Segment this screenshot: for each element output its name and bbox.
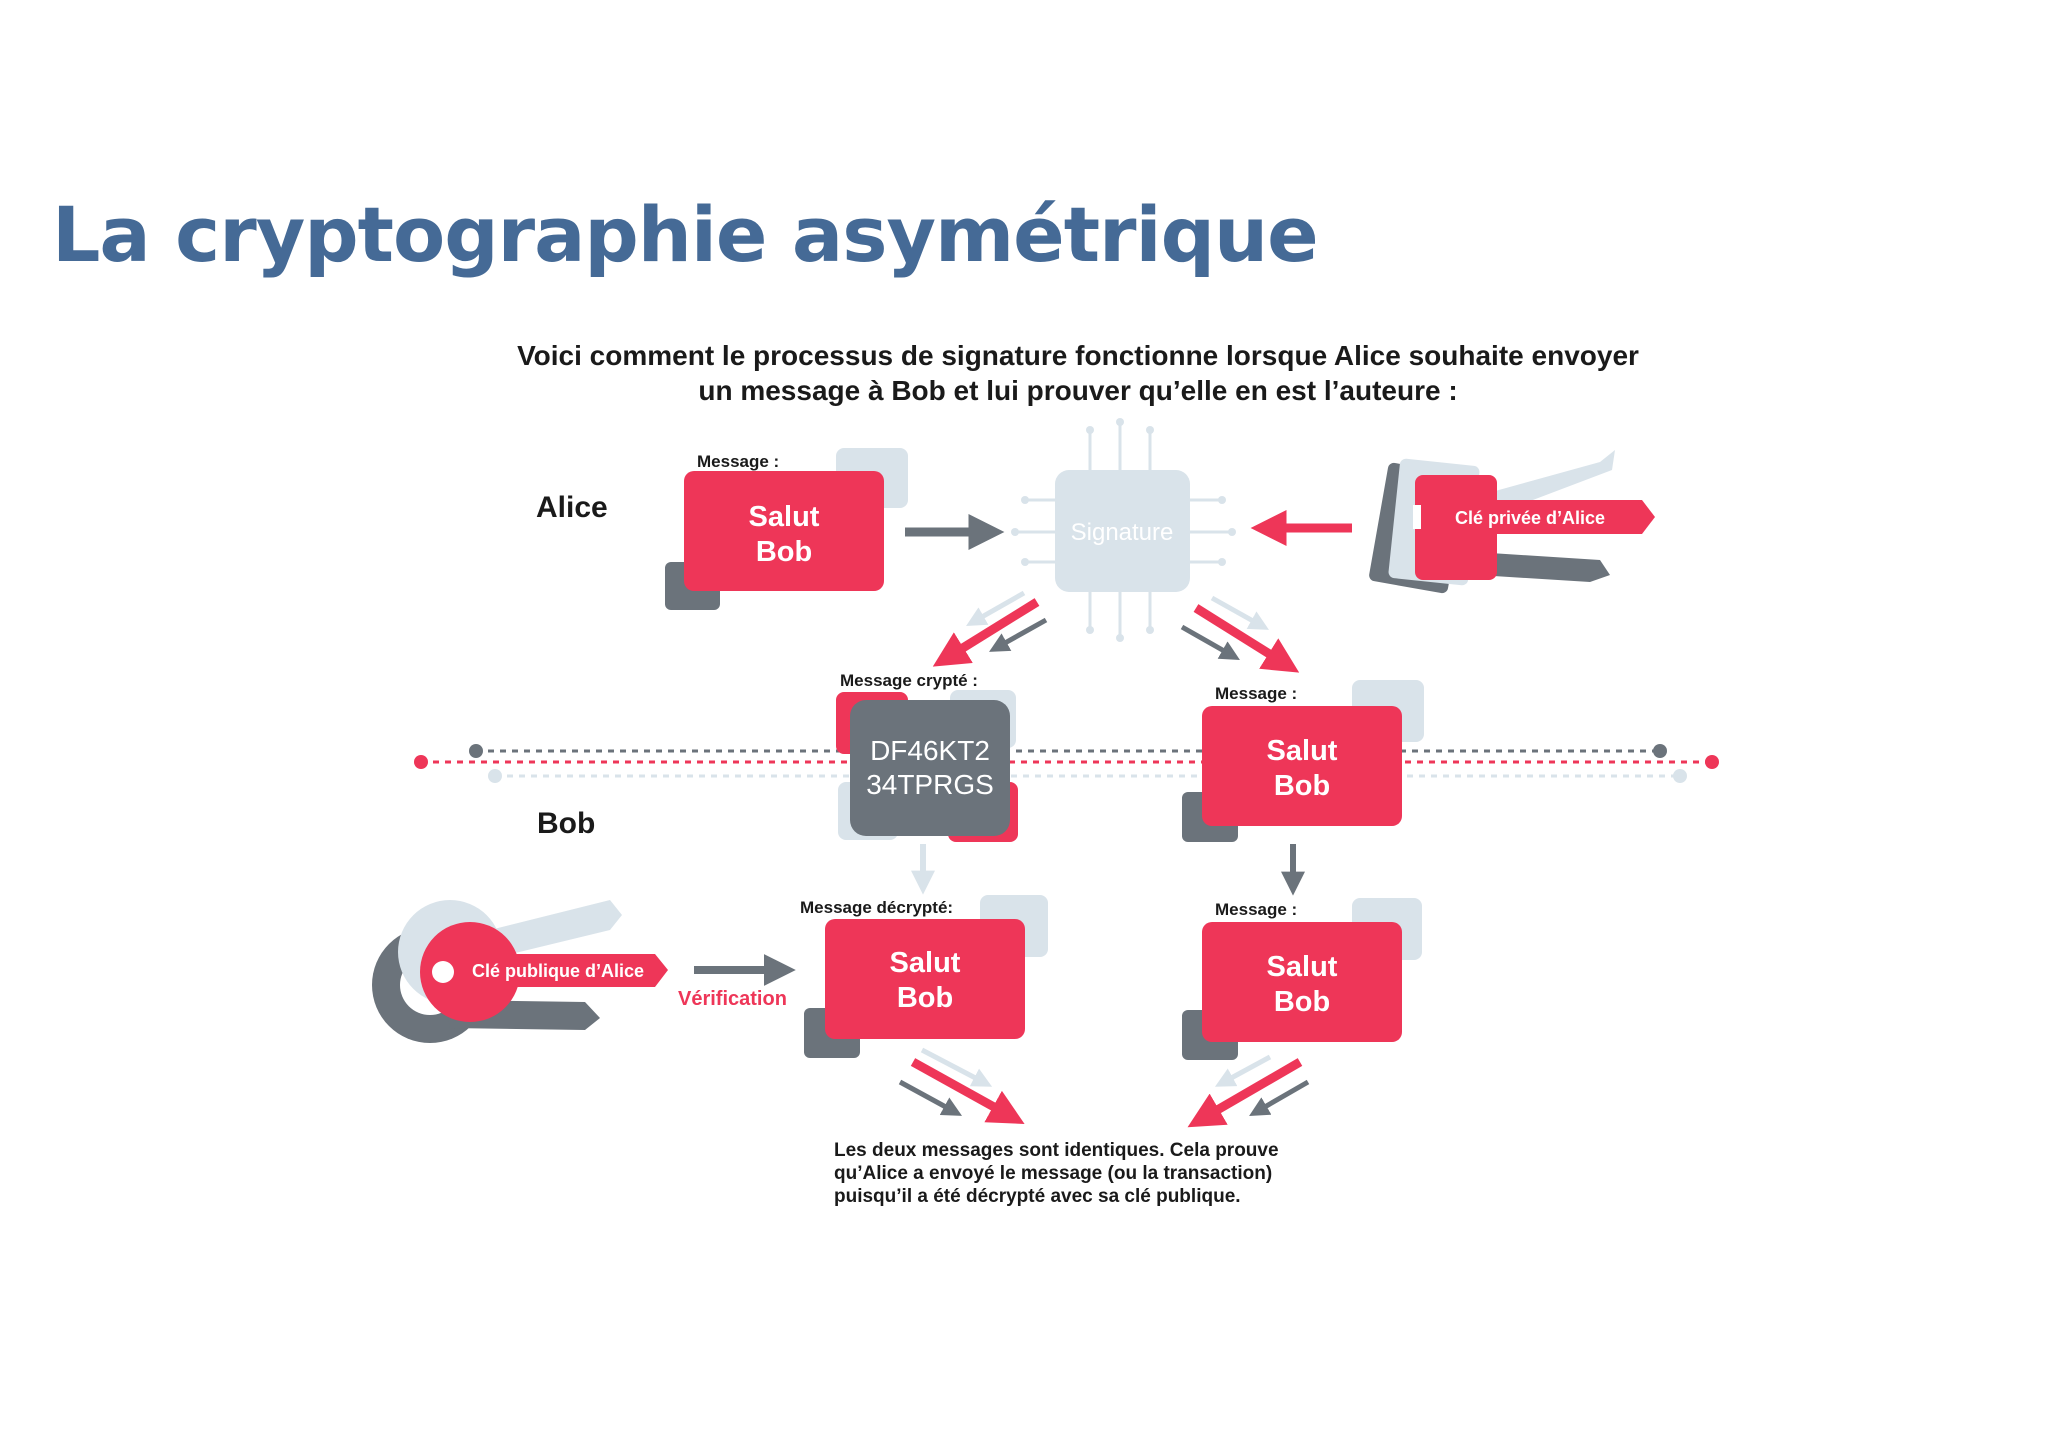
bob-label: Bob	[537, 807, 595, 840]
conclusion-line-3: puisqu’il a été décrypté avec sa clé pub…	[834, 1186, 1241, 1207]
arrow-icon	[1193, 604, 1300, 673]
original-message-line-1: Salut	[1267, 951, 1338, 983]
original-message-card: Salut Bob	[1182, 898, 1422, 1060]
cipher-line-1: DF46KT2	[870, 735, 990, 766]
cipher-line-2: 34TPRGS	[866, 769, 994, 800]
public-key-label: Clé publique d’Alice	[472, 961, 644, 981]
decrypted-message-line-1: Salut	[890, 947, 961, 979]
alice-message-line-2: Bob	[756, 536, 812, 568]
conclusion-line-1: Les deux messages sont identiques. Cela …	[834, 1140, 1279, 1161]
intro-line-1: Voici comment le processus de signature …	[517, 340, 1639, 371]
slide-title: La cryptographie asymétrique	[52, 190, 1319, 279]
conclusion-line-2: qu’Alice a envoyé le message (ou la tran…	[834, 1163, 1272, 1184]
original-message-line-2: Bob	[1274, 986, 1330, 1018]
encrypted-message-label: Message crypté :	[840, 671, 978, 690]
received-message-label: Message :	[1215, 684, 1297, 703]
arrow-icon	[932, 598, 1040, 667]
verification-label: Vérification	[678, 988, 787, 1010]
decrypted-message-label: Message décrypté:	[800, 898, 953, 917]
encrypted-message-card: DF46KT2 34TPRGS	[836, 690, 1018, 842]
arrow-icon	[910, 1058, 1025, 1124]
received-message-card: Salut Bob	[1182, 680, 1424, 842]
alice-message-label: Message :	[697, 452, 779, 471]
decrypted-message-line-2: Bob	[897, 982, 953, 1014]
original-message-label: Message :	[1215, 900, 1297, 919]
public-key-icon: Clé publique d’Alice	[372, 900, 668, 1043]
alice-label: Alice	[536, 491, 608, 524]
decrypted-message-card: Salut Bob	[804, 895, 1048, 1058]
received-message-line-2: Bob	[1274, 770, 1330, 802]
alice-message-line-1: Salut	[749, 501, 820, 533]
received-message-line-1: Salut	[1267, 735, 1338, 767]
alice-message-card: Salut Bob	[665, 448, 908, 610]
private-key-label: Clé privée d’Alice	[1455, 508, 1605, 528]
chip-icon: Signature	[1011, 418, 1236, 642]
private-key-icon: Clé privée d’Alice	[1369, 450, 1655, 594]
boundary-lines	[414, 744, 1719, 783]
arrow-icon	[1187, 1058, 1303, 1128]
signature-label: Signature	[1071, 519, 1174, 546]
intro-line-2: un message à Bob et lui prouver qu’elle …	[698, 375, 1457, 406]
